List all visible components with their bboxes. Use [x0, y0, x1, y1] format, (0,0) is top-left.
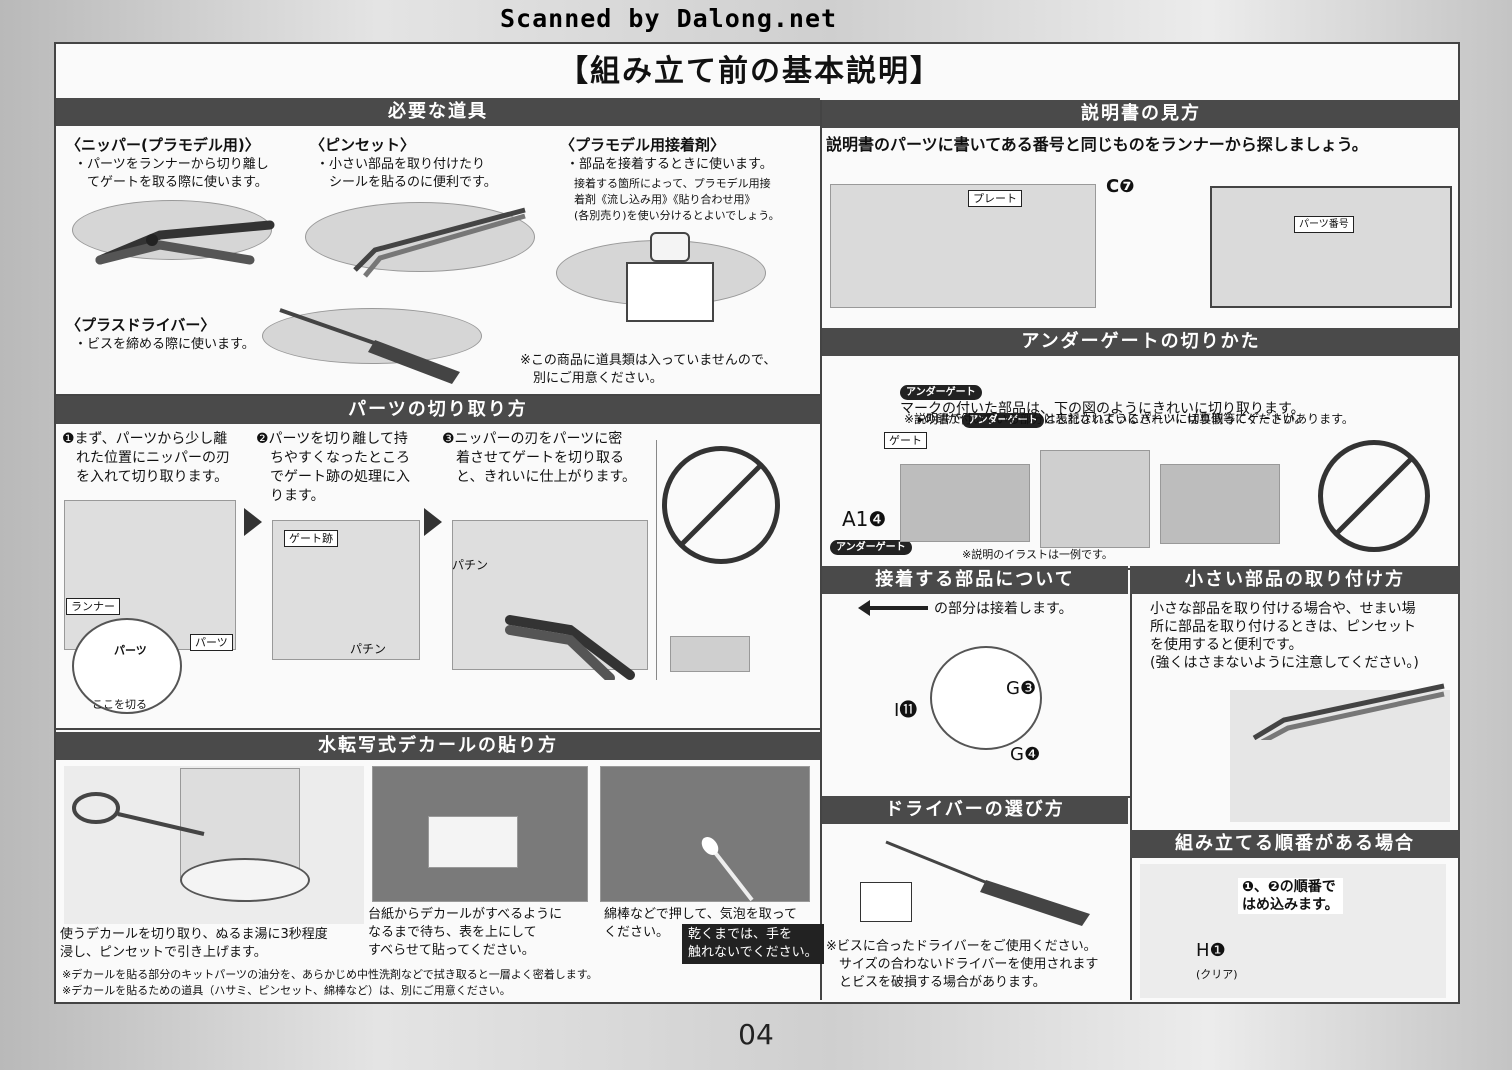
manual-desc: 説明書のパーツに書いてある番号と同じものをランナーから探しましょう。 [826, 135, 1368, 154]
tools-header: 必要な道具 [56, 98, 820, 126]
divider-tools-bottom [56, 394, 820, 396]
small-parts-tweezers-icon [1252, 683, 1445, 740]
decal-step-3a: 綿棒などで押して、気泡を取って ください。 [604, 907, 798, 940]
wrong-cut-result-illustration [670, 636, 750, 672]
wrong-cut-prohibited-icon [662, 446, 780, 564]
nipper-cut-icon [505, 615, 635, 680]
cutting-step-2: ❷パーツを切り離して持 ちやすくなったところ でゲート跡の処理に入 ります。 [256, 431, 410, 504]
c7-label: C❼ [1106, 176, 1135, 197]
driver-tool-desc: ・ビスを締める際に使います。 [74, 337, 255, 352]
manual-runner-illustration [830, 184, 1096, 308]
decal-note-2: ※デカールを貼るための道具（ハサミ、ピンセット、綿棒など）は、別にご用意ください… [62, 984, 511, 997]
cotton-swab-icon [701, 837, 754, 902]
small-parts-header: 小さい部品の取り付け方 [1130, 566, 1460, 594]
cutting-step-3: ❸ニッパーの刃をパーツに密 着させてゲートを切り取る と、きれいに仕上がります。 [442, 431, 637, 485]
a1-part-label: A1❹ [842, 507, 887, 531]
divider-cutting-bottom [56, 728, 820, 730]
undergate-note1: ※説明書でアンダーゲートと表記されているパーツには裏側等にゲートがあります。 [904, 392, 1354, 428]
decal-step-2: 台紙からデカールがすべるように なるまで待ち、表を上にして すべらせて貼ってくだ… [368, 907, 563, 958]
runner-label: ランナー [66, 598, 120, 615]
cutting-header: パーツの切り取り方 [56, 396, 820, 424]
page-title: 【組み立て前の基本説明】 [519, 50, 981, 94]
undergate-nipper-illustration [1040, 450, 1150, 548]
undergate-part-illustration [900, 464, 1030, 542]
cutting-step1-zoom-circle [72, 618, 182, 714]
driver-header: ドライバーの選び方 [822, 796, 1128, 824]
glue-desc: ・部品を接着するときに使います。 [566, 157, 773, 172]
decal-slide-paper [428, 816, 518, 868]
glue-parts-desc: の部分は接着します。 [934, 601, 1073, 617]
tools-note: ※この商品に道具類は入っていませんので、 別にご用意ください。 [520, 353, 777, 386]
plate-label: プレート [968, 190, 1022, 207]
undergate-prohibited-icon [1318, 440, 1430, 552]
glue-note: 接着する箇所によって、プラモデル用接 着剤《流し込み用》《貼り合わせ用》 (各別… [574, 177, 780, 222]
driver-note: ※ビスに合ったドライバーをご使用ください。 サイズの合わないドライバーを使用され… [826, 939, 1099, 990]
undergate-finished-illustration [1160, 464, 1280, 544]
cut-here-label: ここを切る [92, 698, 147, 711]
snap-sfx-1: パチン [350, 642, 387, 656]
nipper-icon [95, 220, 275, 265]
undergate-pill-2: アンダーゲート [962, 413, 1044, 428]
cutting-step-1: ❶まず、パーツから少し離 れた位置にニッパーの刃 を入れて切り取ります。 [62, 431, 230, 485]
gate-label: ゲート [884, 432, 927, 449]
driver-tool-title: 〈プラスドライバー〉 [66, 316, 216, 334]
tweezers-icon [353, 207, 526, 278]
step-arrow-1 [244, 508, 262, 536]
illustration-note: ※説明のイラストは一例です。 [962, 548, 1113, 561]
divider-vertical-left [820, 100, 822, 1000]
g4-label: G❹ [1010, 744, 1041, 765]
screw-zoom-box [860, 882, 912, 922]
order-desc: ❶、❷の順番で はめ込みます。 [1238, 878, 1343, 914]
cutting-step3-illustration [452, 520, 648, 670]
scissors-icon [72, 792, 205, 836]
glue-title: 〈プラモデル用接着剤〉 [560, 136, 726, 154]
h1-label: H❶ [1196, 940, 1226, 961]
water-dish [180, 858, 310, 902]
scan-watermark: Scanned by Dalong.net [500, 4, 838, 33]
undergate-line1: アンダーゲート マークの付いた部品は、下の図のようにきれいに切り取ります。 [900, 364, 1305, 418]
small-parts-desc: 小さな部品を取り付ける場合や、せまい場 所に部品を取り付けるときは、ピンセット … [1150, 601, 1419, 671]
step-arrow-2 [424, 508, 442, 536]
glue-bottle-icon [622, 232, 718, 324]
undergate-note1-suffix: と表記されているパーツには裏側等にゲートがあります。 [1043, 412, 1354, 426]
undergate-note1-prefix: ※説明書で [904, 412, 963, 426]
gate-mark-label: ゲート跡 [284, 530, 338, 547]
divider-vertical-right [1130, 570, 1132, 1000]
zoom-parts-label: パーツ [114, 644, 147, 657]
part-number-label: パーツ番号 [1294, 216, 1354, 233]
screwdriver-icon [279, 308, 460, 384]
i11-label: I⓫ [894, 700, 918, 721]
nipper-title: 〈ニッパー(プラモデル用)〉 [66, 136, 260, 154]
snap-sfx-2: パチン [452, 558, 489, 572]
small-parts-illustration [1230, 690, 1450, 822]
driver-select-icon [885, 840, 1090, 926]
tweezers-desc: ・小さい部品を取り付けたり シールを貼るのに便利です。 [316, 157, 497, 190]
tweezers-title: 〈ピンセット〉 [310, 136, 416, 154]
order-header: 組み立てる順番がある場合 [1130, 830, 1460, 858]
g3-label: G❸ [1006, 678, 1037, 699]
decal-note-1: ※デカールを貼る部分のキットパーツの油分を、あらかじめ中性洗剤などで拭き取ると一… [62, 968, 598, 981]
glue-arrow-icon [866, 606, 928, 610]
cutting-wrong-divider [656, 440, 657, 680]
undergate-pill-3-wrap: アンダーゲート [830, 538, 912, 556]
manual-header: 説明書の見方 [822, 100, 1460, 128]
page-number: 04 [738, 1018, 774, 1051]
undergate-header: アンダーゲートの切りかた [822, 328, 1460, 356]
glue-parts-illustration [930, 646, 1042, 750]
clear-label: (クリア) [1196, 968, 1238, 981]
decal-step-3b-warning: 乾くまでは、手を 触れないでください。 [682, 924, 824, 964]
glue-parts-header: 接着する部品について [822, 566, 1128, 594]
parts-label: パーツ [190, 634, 233, 651]
manual-zoom-illustration [1210, 186, 1452, 308]
undergate-pill-3: アンダーゲート [830, 540, 912, 555]
glue-arrow-head [858, 600, 870, 616]
undergate-note2: ▸の印が付いている部分は忘れないようにきれいに切り取ってください。 [918, 412, 1307, 426]
decal-step3-illustration [600, 766, 810, 902]
decal-step-1: 使うデカールを切り取り、ぬるま湯に3秒程度 浸し、ピンセットで引き上げます。 [60, 927, 328, 960]
decal-header: 水転写式デカールの貼り方 [56, 732, 820, 760]
undergate-pill-1: アンダーゲート [900, 385, 982, 400]
nipper-desc: ・パーツをランナーから切り離し てゲートを取る際に使います。 [74, 157, 269, 190]
